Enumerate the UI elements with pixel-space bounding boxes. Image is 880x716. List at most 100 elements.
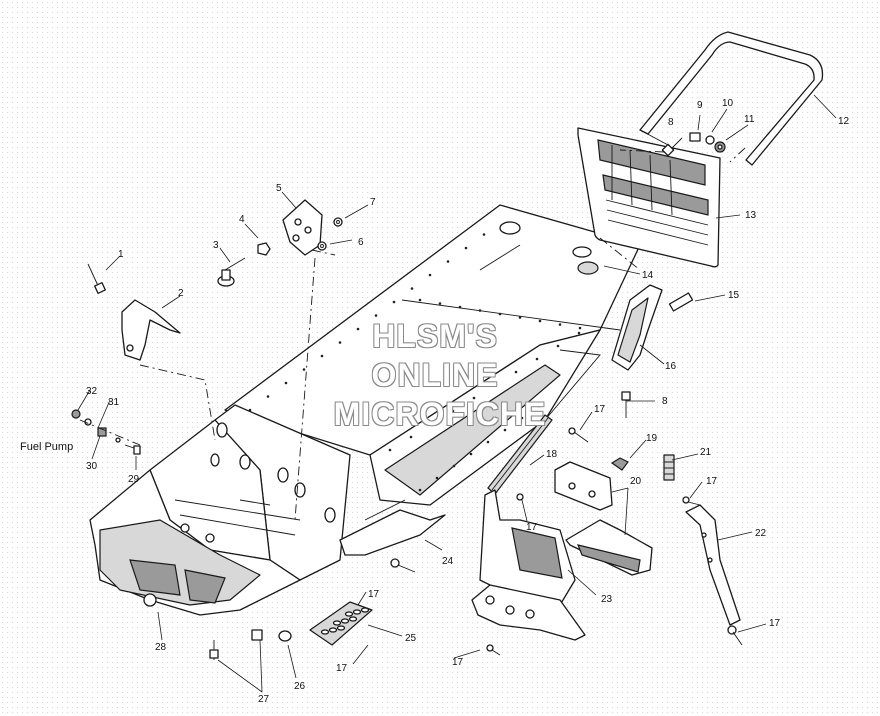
rivet-dot	[558, 323, 562, 326]
side-panel-part-20-upper	[554, 461, 613, 511]
washer-part-11	[714, 141, 726, 153]
skid-plate-hole	[340, 618, 350, 624]
fuel-pump-hardware	[71, 409, 141, 455]
callout-7: 7	[370, 197, 376, 208]
bracket-part-2	[121, 299, 181, 361]
callout-2: 2	[178, 288, 184, 299]
callout-14: 14	[642, 270, 654, 281]
rivet-dot	[418, 298, 422, 302]
callout-17-g: 17	[452, 657, 464, 668]
rivet-dot	[493, 383, 497, 387]
callout-8-top: 8	[668, 117, 674, 128]
callout-29: 29	[128, 474, 140, 485]
rivet-dot	[486, 440, 490, 444]
callout-5: 5	[276, 183, 282, 194]
rivet-dot	[392, 300, 396, 304]
skid-plate-hole	[332, 620, 342, 626]
rivet-dot	[410, 287, 414, 290]
rivet-dot	[577, 331, 581, 335]
callout-27: 27	[258, 694, 270, 705]
callout-30: 30	[86, 461, 98, 472]
callout-17-f: 17	[336, 663, 348, 674]
rivet-dot	[266, 395, 270, 398]
callout-22: 22	[755, 528, 767, 539]
chassis-rivets	[248, 233, 582, 492]
rivet-dot	[458, 305, 462, 309]
rivet-dot	[428, 273, 432, 277]
pad-part-19	[610, 457, 629, 471]
rivet-dot	[284, 381, 288, 385]
watermark-line-2: ONLINE	[371, 357, 499, 393]
rivet-dot	[409, 435, 413, 439]
rivet-dot	[338, 341, 342, 344]
callout-18: 18	[546, 449, 558, 460]
callout-17-b: 17	[706, 476, 718, 487]
callout-13: 13	[745, 210, 757, 221]
rivet-dot	[518, 316, 522, 319]
washer-part-7	[333, 217, 343, 227]
front-frame	[89, 404, 351, 616]
bolt-part-27	[209, 640, 219, 660]
washer-part-10	[705, 135, 715, 145]
callout-1: 1	[118, 249, 124, 260]
callout-20: 20	[630, 476, 642, 487]
bolt-part-21	[663, 454, 675, 481]
rivet-dot	[556, 344, 560, 348]
rivet-dot	[469, 452, 473, 456]
clip-part-15	[668, 292, 694, 312]
snow-flap	[577, 127, 721, 268]
callout-16: 16	[665, 361, 677, 372]
rivet-dot	[472, 396, 476, 400]
callout-9: 9	[697, 100, 703, 111]
reference-lines	[79, 147, 746, 521]
callout-17-e: 17	[769, 618, 781, 629]
side-panel-part-20-lower	[565, 519, 653, 576]
bushing-part-26	[251, 629, 292, 642]
side-bracket-part-16	[611, 284, 663, 371]
skid-plate-hole	[344, 611, 354, 617]
callout-8-lower: 8	[662, 396, 668, 407]
rivet-dot	[503, 428, 507, 432]
skid-plate-hole	[336, 625, 346, 631]
callout-6: 6	[358, 237, 364, 248]
bolt-part-3	[217, 257, 246, 287]
bolt-part-1	[87, 263, 106, 294]
rivet-dot	[578, 326, 582, 330]
callout-17-a: 17	[594, 404, 606, 415]
skid-plate-hole	[352, 609, 362, 615]
rivet-dot	[430, 422, 434, 426]
steering-post-bracket	[282, 199, 323, 256]
callout-25: 25	[405, 633, 417, 644]
callout-4: 4	[239, 214, 245, 225]
rivet-dot	[520, 416, 524, 420]
callout-32: 32	[86, 386, 98, 397]
rivet-dot	[535, 357, 539, 361]
bolt-part-8-top	[661, 137, 683, 157]
callout-31: 31	[108, 397, 120, 408]
callout-11: 11	[744, 114, 755, 125]
watermark-line-3: MICROFICHE	[333, 396, 547, 432]
rivet-dot	[464, 246, 468, 250]
callout-24: 24	[442, 556, 454, 567]
callout-15: 15	[728, 290, 740, 301]
callout-28: 28	[155, 642, 167, 653]
callout-26: 26	[294, 681, 306, 692]
rivet-dot	[478, 309, 482, 312]
callout-17-c: 17	[526, 522, 538, 533]
rivet-dot	[388, 448, 392, 452]
rivet-dot	[435, 476, 439, 480]
skid-plate-hole	[320, 629, 330, 635]
skid-plate-hole	[348, 616, 358, 622]
callout-23: 23	[601, 594, 613, 605]
rivet-dot	[452, 464, 456, 468]
nut-part-4	[257, 242, 271, 256]
callout-10: 10	[722, 98, 734, 109]
chassis-tunnel	[224, 204, 641, 506]
rivet-dot	[498, 312, 502, 316]
rivet-dot	[374, 314, 378, 317]
skid-plate-hole	[328, 627, 338, 633]
rivet-dot	[320, 354, 324, 358]
rivet-dot	[537, 404, 541, 408]
reinforcement-part-23	[471, 489, 586, 641]
